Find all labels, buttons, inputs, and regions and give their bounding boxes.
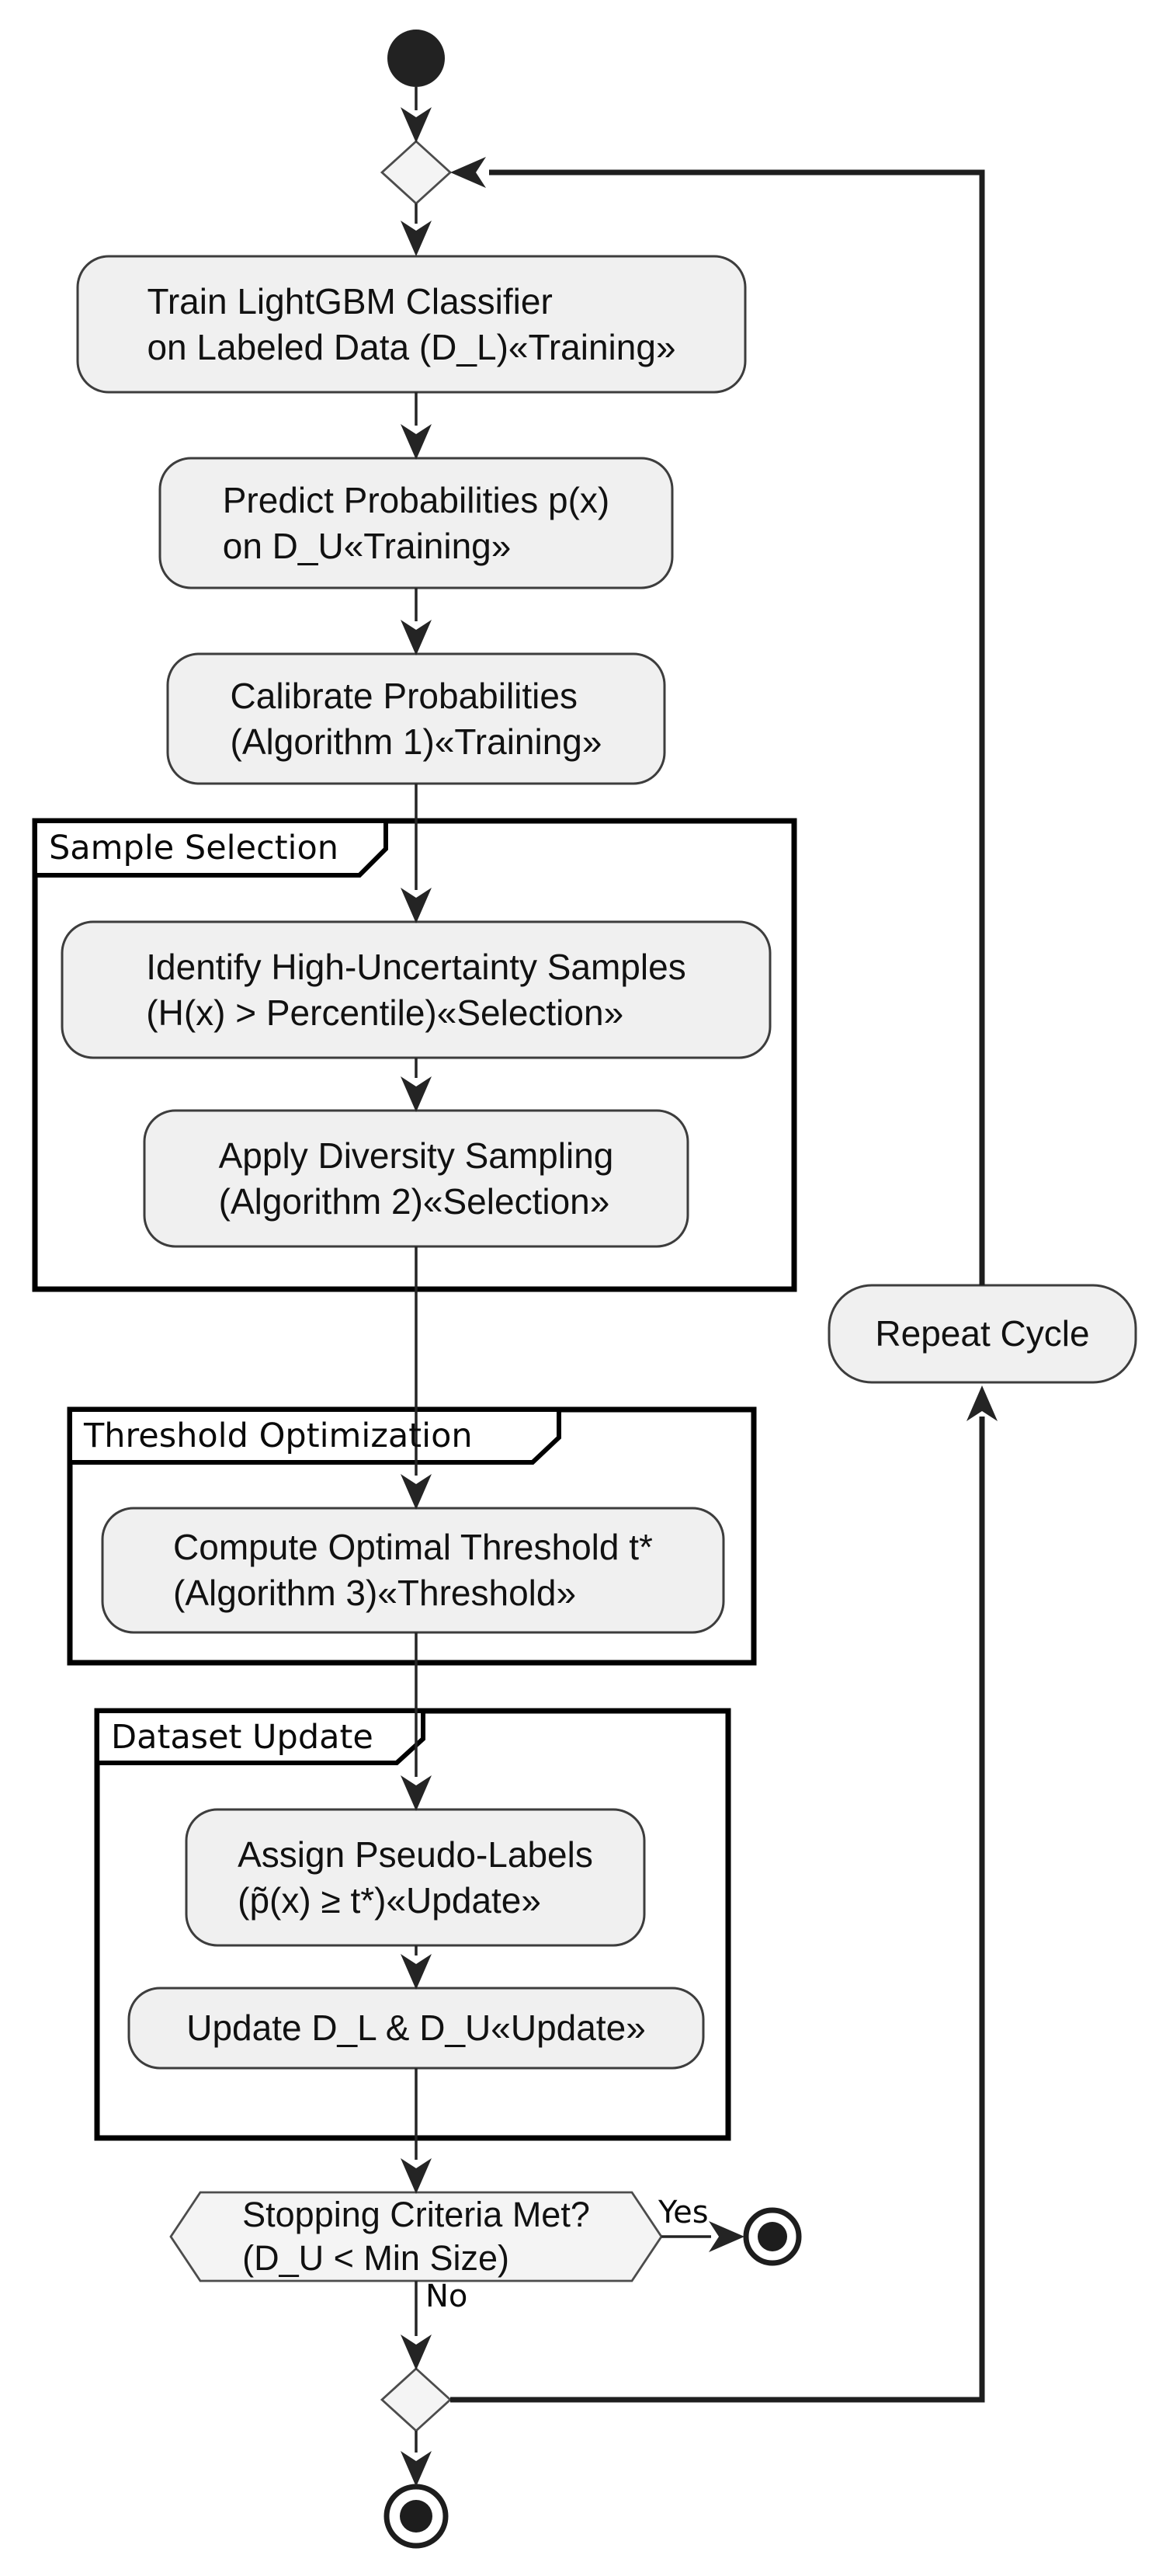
partition-dataset-update-label: Dataset Update bbox=[97, 1711, 423, 1763]
partition-sample-selection-text: Sample Selection bbox=[49, 829, 339, 867]
activity-predict-text: Predict Probabilities p(x) on D_U«Traini… bbox=[222, 479, 610, 566]
end-node-yes bbox=[743, 2207, 802, 2266]
activity-update-datasets-label: Update D_L & D_U«Update» bbox=[129, 1988, 703, 2068]
partition-dataset-update-text: Dataset Update bbox=[111, 1717, 373, 1757]
partition-threshold-optimization-tab bbox=[68, 1407, 561, 1465]
activity-calibrate-text: Calibrate Probabilities (Algorithm 1)«Tr… bbox=[230, 675, 602, 762]
partition-threshold-optimization-text: Threshold Optimization bbox=[84, 1417, 473, 1455]
arrowheads bbox=[401, 107, 998, 2487]
flow-edges bbox=[415, 87, 711, 2453]
activity-train-label: Train LightGBM Classifier on Labeled Dat… bbox=[78, 256, 745, 392]
activity-compute-threshold-box bbox=[101, 1507, 725, 1634]
merge-diamond-top bbox=[380, 140, 453, 205]
activity-update-datasets-text: Update D_L & D_U«Update» bbox=[186, 2008, 646, 2049]
activity-repeat-cycle-text: Repeat Cycle bbox=[875, 1313, 1090, 1354]
activity-train-text: Train LightGBM Classifier on Labeled Dat… bbox=[147, 280, 676, 367]
activity-repeat-cycle-label: Repeat Cycle bbox=[829, 1285, 1136, 1382]
decision-stopping-label: Stopping Criteria Met? (D_U < Min Size) bbox=[171, 2192, 661, 2281]
branch-diamond-bottom bbox=[380, 2367, 453, 2432]
activity-assign-labels-text: Assign Pseudo-Labels (p̃(x) ≥ t*)«Update… bbox=[238, 1834, 593, 1921]
partition-sample-selection-tab bbox=[33, 819, 388, 878]
activity-identify-label: Identify High-Uncertainty Samples (H(x) … bbox=[62, 922, 770, 1058]
activity-calibrate-label: Calibrate Probabilities (Algorithm 1)«Tr… bbox=[168, 654, 665, 784]
activity-compute-threshold-text: Compute Optimal Threshold t* (Algorithm … bbox=[173, 1527, 653, 1613]
activity-train-box bbox=[76, 255, 747, 394]
activity-identify-text: Identify High-Uncertainty Samples (H(x) … bbox=[146, 946, 686, 1033]
partition-dataset-update-tab bbox=[95, 1709, 425, 1765]
activity-diversity-text: Apply Diversity Sampling (Algorithm 2)«S… bbox=[218, 1135, 614, 1222]
activity-compute-threshold-label: Compute Optimal Threshold t* (Algorithm … bbox=[102, 1508, 724, 1632]
activity-assign-labels-label: Assign Pseudo-Labels (p̃(x) ≥ t*)«Update… bbox=[186, 1809, 644, 1945]
partition-sample-selection-frame bbox=[32, 818, 797, 1292]
partition-threshold-optimization-label: Threshold Optimization bbox=[70, 1410, 559, 1462]
decision-stopping-text: Stopping Criteria Met? (D_U < Min Size) bbox=[242, 2195, 590, 2278]
edge-label-yes: Yes bbox=[658, 2195, 709, 2230]
partition-sample-selection-label: Sample Selection bbox=[35, 821, 386, 875]
end-node-bottom bbox=[383, 2484, 449, 2549]
activity-diversity-label: Apply Diversity Sampling (Algorithm 2)«S… bbox=[144, 1111, 688, 1246]
loop-back-edges bbox=[450, 169, 985, 2403]
activity-predict-label: Predict Probabilities p(x) on D_U«Traini… bbox=[160, 458, 672, 588]
edge-label-no: No bbox=[425, 2279, 468, 2314]
start-node bbox=[387, 30, 445, 87]
